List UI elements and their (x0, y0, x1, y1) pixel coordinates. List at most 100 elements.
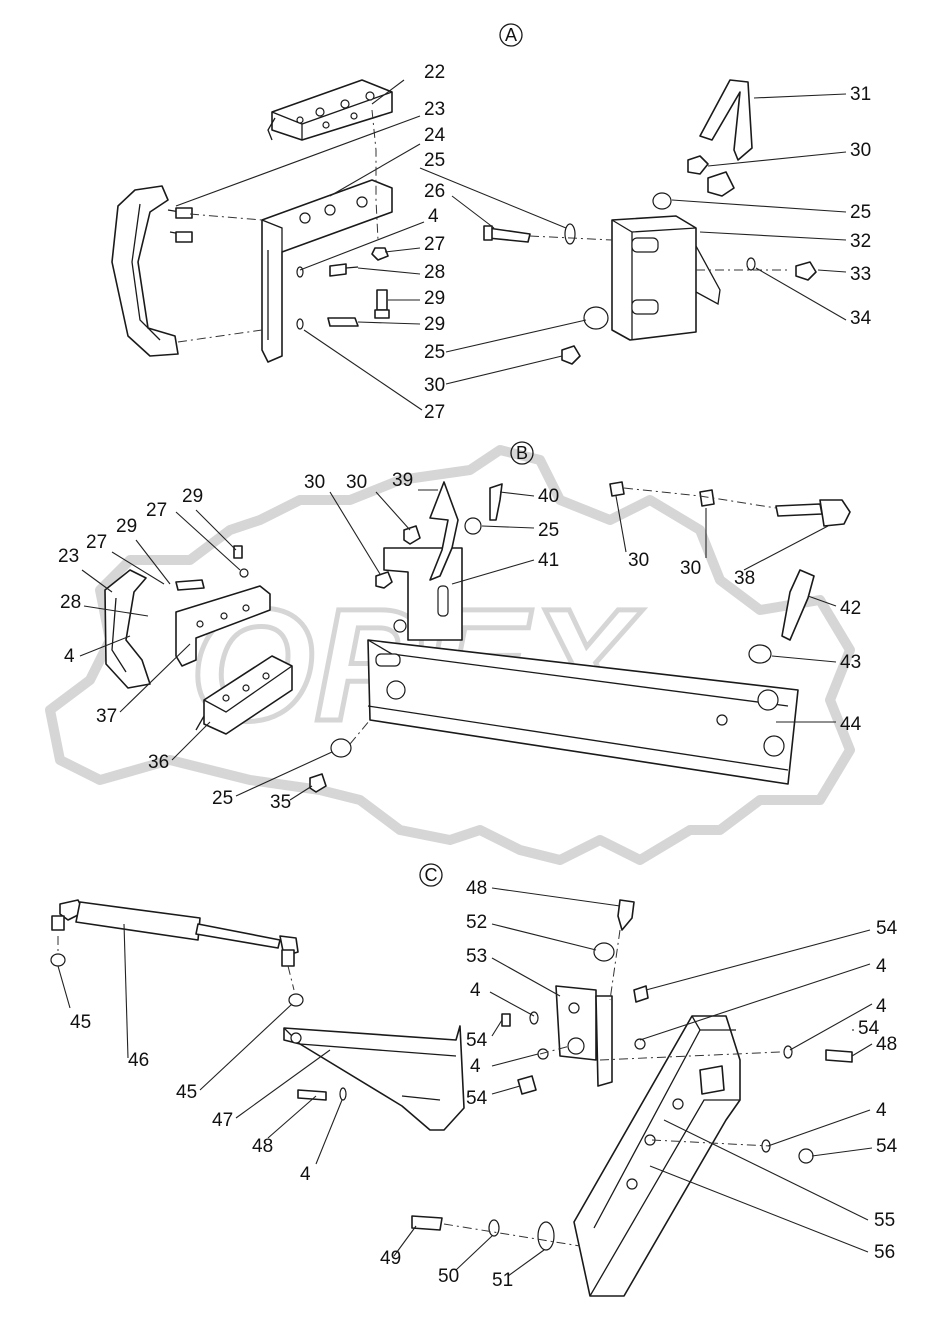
callout-label-52: 52 (466, 912, 487, 933)
svg-text:A: A (505, 25, 517, 45)
callout-label-24: 24 (424, 125, 446, 146)
callout-label-4: 4 (876, 956, 887, 977)
leader-line (707, 151, 847, 167)
callout-label-23: 23 (424, 99, 445, 120)
part-32-hinge-bracket (611, 215, 721, 341)
callout-label-35: 35 (270, 792, 291, 813)
leader-line (499, 491, 535, 497)
callout-label-29: 29 (424, 288, 445, 309)
callout-label-48: 48 (876, 1034, 897, 1055)
leader-line (111, 551, 165, 585)
part-26-pin (483, 225, 531, 243)
part-29-screw-a1 (374, 289, 390, 319)
part-34-washer-a (746, 257, 756, 271)
callout-label-37: 37 (96, 706, 117, 727)
callout-label-32: 32 (850, 231, 871, 252)
section-b-assembly (104, 481, 851, 793)
part-22-latch-plate (267, 79, 393, 141)
callout-label-36: 36 (148, 752, 169, 773)
part-25-washer-a2 (652, 192, 672, 210)
part-25-washer-a1 (564, 223, 576, 245)
part-28-bolt-a (329, 263, 359, 277)
leader-line (671, 199, 847, 213)
part-42-bolt (781, 569, 815, 641)
leader-line (817, 269, 847, 273)
callout-label-4: 4 (470, 1056, 481, 1077)
section-marker-c: C (419, 863, 443, 887)
part-23-handle (111, 185, 193, 357)
leader-line (645, 929, 871, 991)
leader-line (491, 1053, 539, 1067)
part-30-nut-a2 (561, 345, 581, 365)
section-a-assembly (111, 79, 817, 365)
part-23-handle-b (104, 569, 151, 689)
callout-label-4: 4 (876, 1100, 887, 1121)
section-marker-b: B (510, 441, 534, 465)
leader-line (419, 167, 567, 229)
leader-line (83, 605, 149, 617)
part-54-nut-c2 (517, 1075, 537, 1095)
part-50-bushing (488, 1219, 500, 1237)
callout-label-31: 31 (850, 84, 871, 105)
leader-line (375, 491, 411, 531)
part-29-screw-a2 (327, 317, 359, 327)
callout-label-4: 4 (428, 206, 439, 227)
callout-label-47: 47 (212, 1110, 233, 1131)
leader-line (79, 635, 131, 657)
part-4-washer-c3 (537, 1048, 549, 1060)
leader-line (639, 963, 871, 1041)
callout-label-51: 51 (492, 1270, 513, 1291)
leader-line (491, 957, 561, 997)
leader-line (357, 267, 421, 275)
callout-label-54: 54 (876, 1136, 898, 1157)
callout-label-4: 4 (64, 646, 75, 667)
leader-line (451, 559, 535, 585)
part-25-washer-a3 (583, 306, 609, 330)
section-c-assembly (50, 899, 853, 1297)
svg-text:B: B (516, 443, 528, 463)
callout-label-46: 46 (128, 1050, 149, 1071)
callout-label-25: 25 (424, 150, 445, 171)
callout-label-26: 26 (424, 181, 445, 202)
callout-label-55: 55 (874, 1210, 895, 1231)
callout-label-38: 38 (734, 568, 755, 589)
leader-line (481, 525, 535, 529)
part-36-latch (195, 655, 293, 735)
part-47-bracket (283, 1025, 465, 1131)
part-30-nut-a1 (687, 155, 709, 175)
part-35-nut-b (309, 773, 327, 793)
leader-line (507, 1249, 545, 1277)
part-54-nut-c4 (798, 1148, 814, 1164)
callout-label-30: 30 (850, 140, 871, 161)
part-39-rod (429, 481, 459, 581)
callout-label-27: 27 (424, 234, 445, 255)
section-marker-a: A (499, 23, 523, 47)
part-54-nut-c1 (501, 1013, 511, 1027)
part-29-screw-b (233, 545, 243, 559)
leader-line (135, 539, 171, 585)
leader-line (329, 143, 421, 197)
leader-line (851, 1043, 873, 1057)
leader-line (491, 923, 597, 951)
leader-line (489, 991, 535, 1017)
callout-label-48: 48 (252, 1136, 273, 1157)
leader-line (615, 495, 627, 553)
leader-line (807, 595, 837, 607)
part-bolt-a-head (707, 171, 735, 197)
part-48-bolt-c1 (297, 1089, 327, 1101)
callout-label-28: 28 (424, 262, 445, 283)
leader-line (357, 321, 421, 325)
part-54-nut-c3 (633, 985, 649, 1003)
callout-label-25: 25 (850, 202, 871, 223)
callout-label-54: 54 (876, 918, 898, 939)
part-4-washer-c5 (783, 1045, 793, 1059)
part-4-washer-c1 (339, 1087, 347, 1101)
part-27-nut-b (239, 568, 249, 578)
leader-line (451, 195, 495, 229)
callout-label-30: 30 (424, 375, 445, 396)
leader-line (175, 511, 241, 571)
part-25-washer-b2 (330, 738, 352, 758)
leader-line (811, 1147, 873, 1157)
leader-line (455, 1235, 493, 1271)
leader-line (753, 93, 847, 99)
